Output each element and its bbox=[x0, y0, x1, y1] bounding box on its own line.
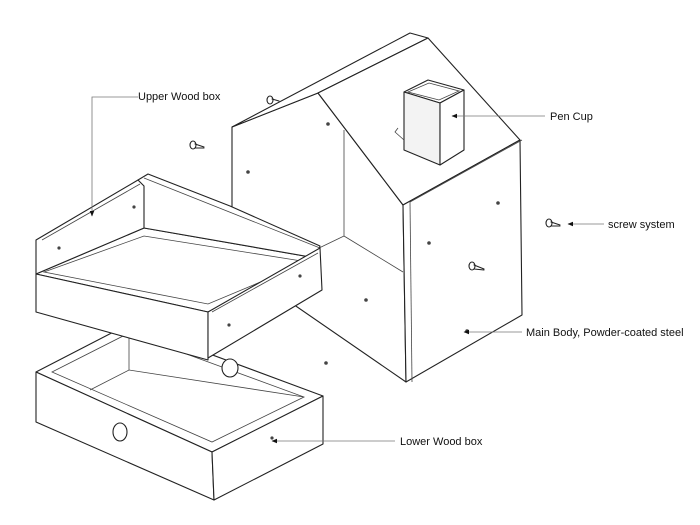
lower-wood-box bbox=[35, 323, 324, 501]
label-lower-wood-box: Lower Wood box bbox=[400, 436, 483, 448]
label-upper-wood-box: Upper Wood box bbox=[138, 91, 221, 103]
main-body bbox=[231, 32, 523, 383]
screw-right bbox=[545, 218, 561, 228]
screw-body bbox=[468, 261, 485, 271]
screw-top bbox=[266, 95, 280, 105]
label-screw-system: screw system bbox=[608, 219, 675, 231]
upper-wood-box bbox=[35, 173, 323, 361]
label-pen-cup: Pen Cup bbox=[550, 111, 593, 123]
leader-upper-wood-box bbox=[89, 96, 138, 217]
label-main-body: Main Body, Powder-coated steel bbox=[526, 327, 684, 339]
pen-cup bbox=[394, 79, 465, 166]
screw-left bbox=[189, 140, 205, 150]
